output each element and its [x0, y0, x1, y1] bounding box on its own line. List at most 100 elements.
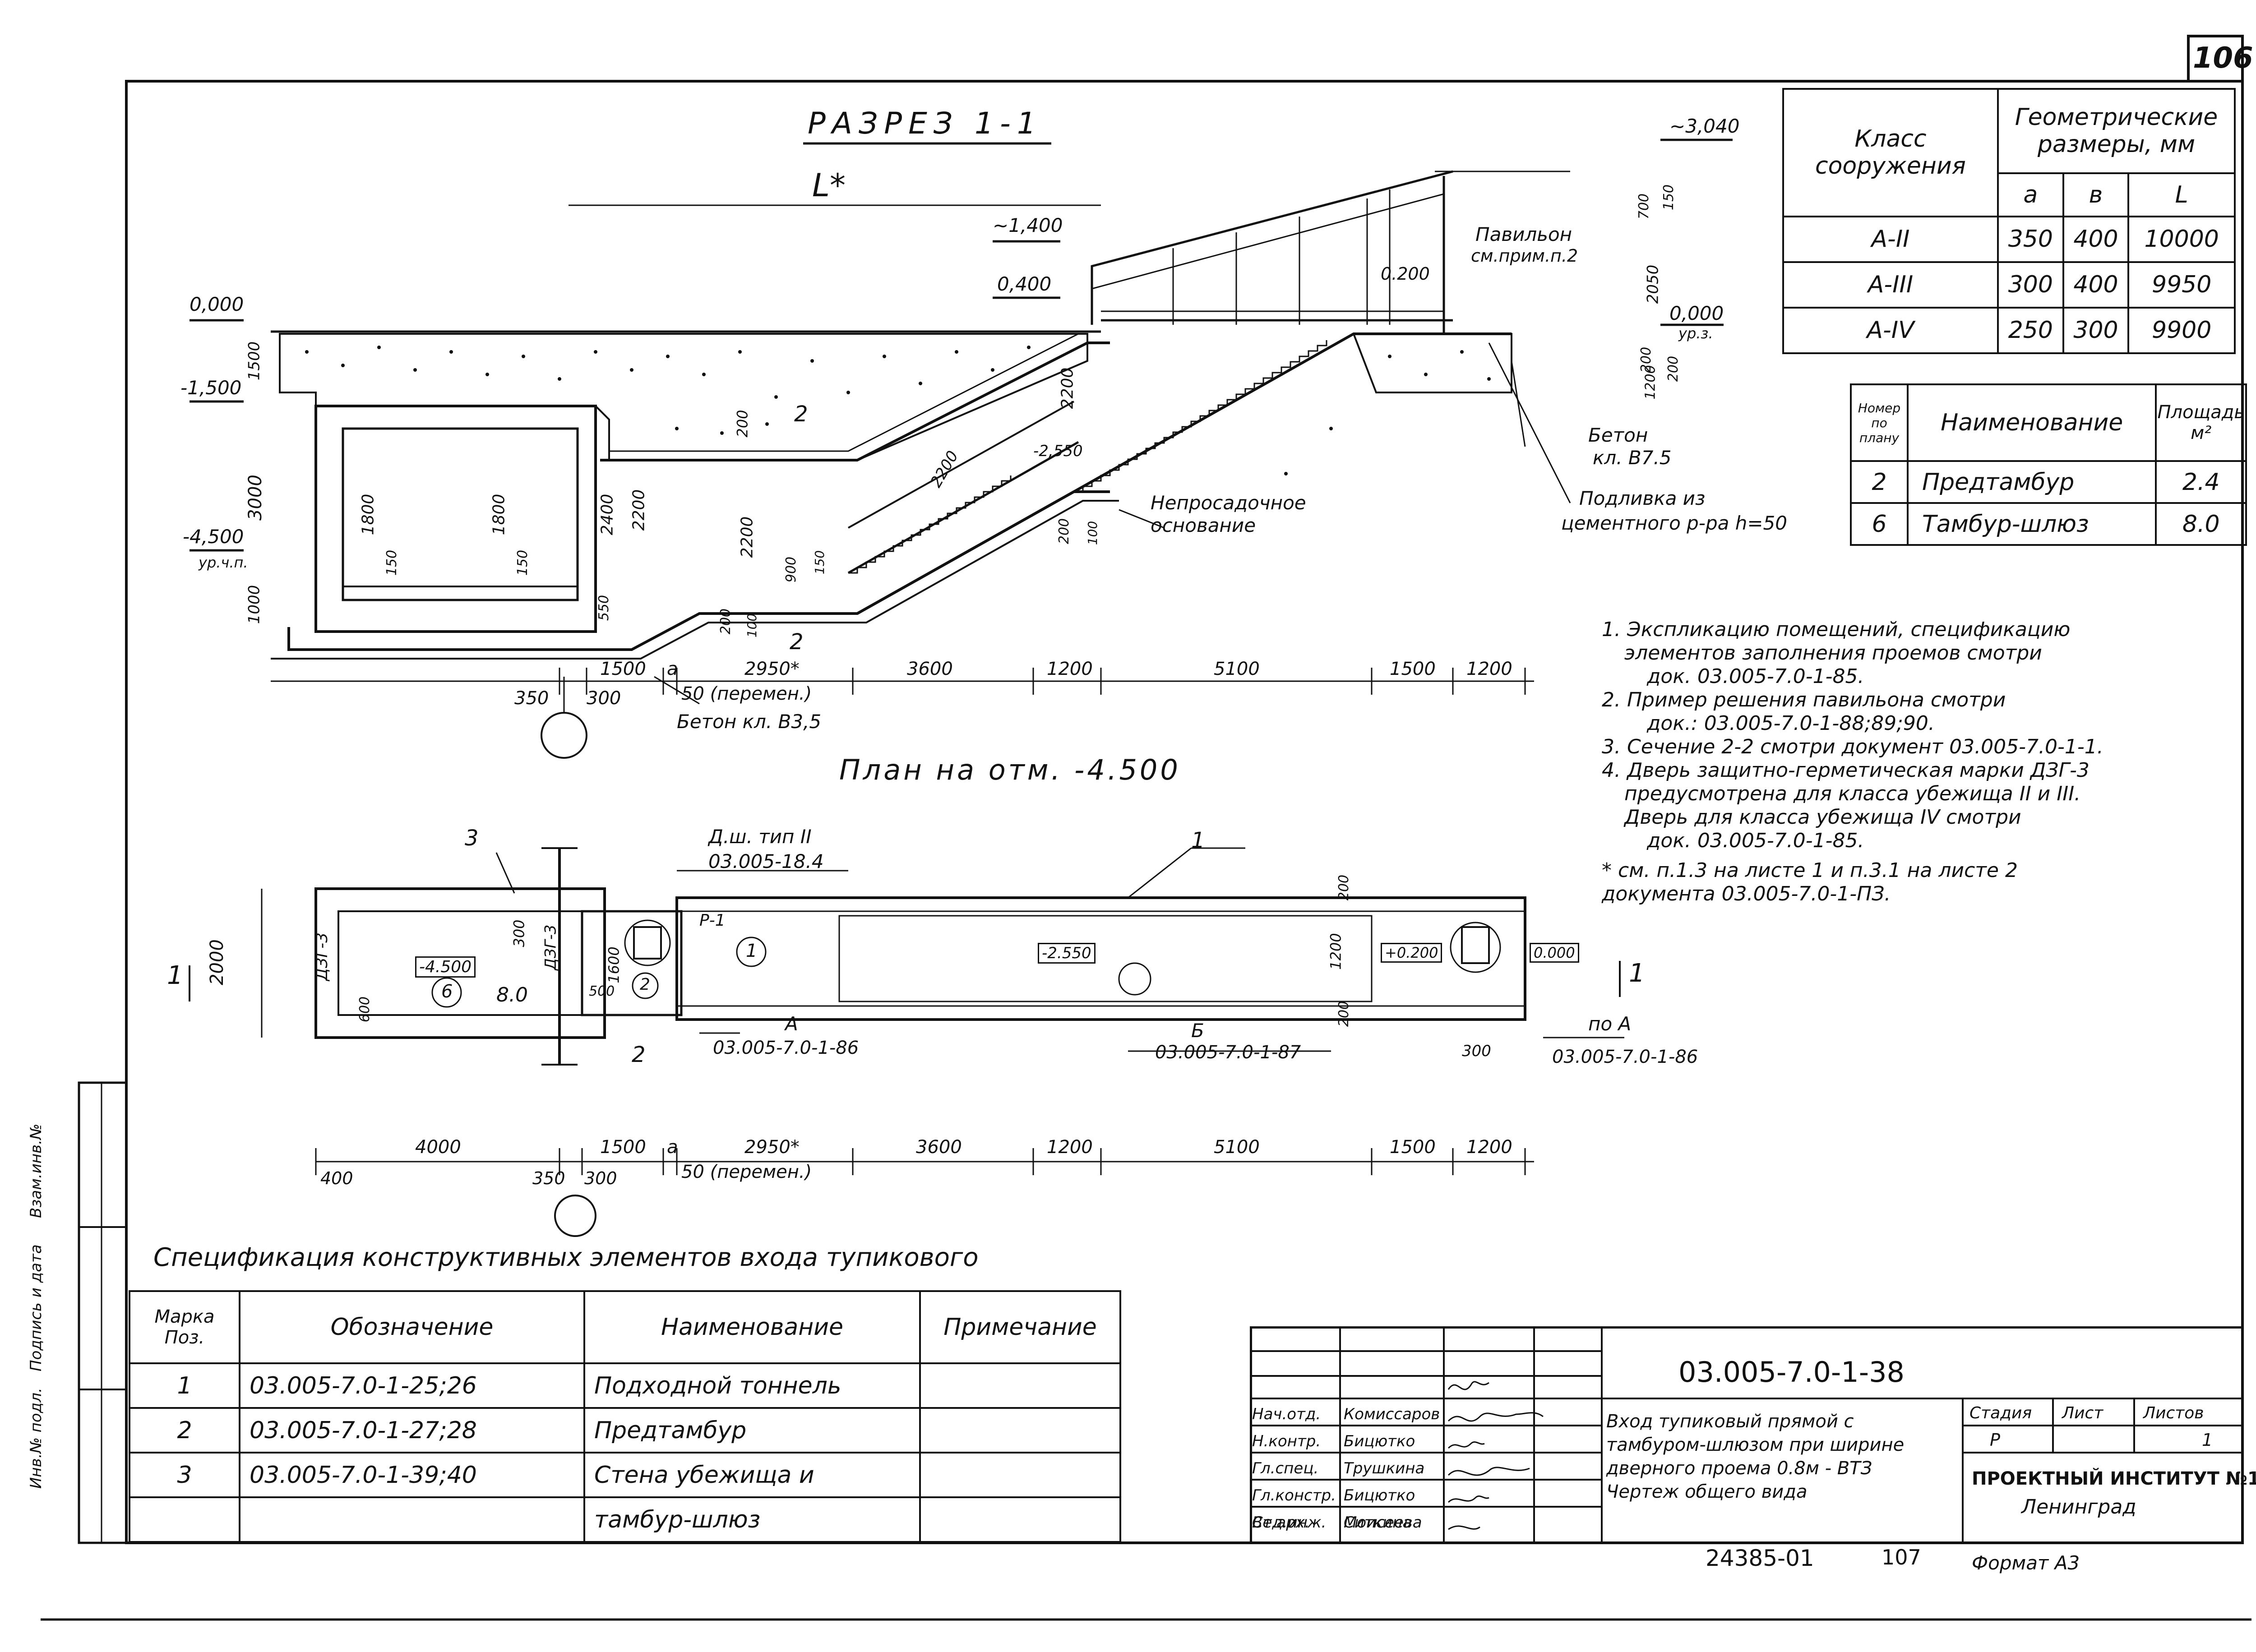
beton-b35-label: Бетон кл. В3,5 [677, 711, 822, 733]
tb-desc-line: тамбуром-шлюзом при ширине [1606, 1435, 1905, 1455]
footer-inv: 24385-01 [1706, 1545, 1814, 1571]
rooms-area: 2.4 [2155, 460, 2247, 504]
ref-poa: по А [1588, 1013, 1632, 1035]
dzg3-left: ДЗГ-3 [313, 932, 332, 981]
spec-pos: 2 [129, 1407, 240, 1454]
tb-role: Вед.инж. [1252, 1514, 1327, 1532]
stamp-sign: Подпись и дата [27, 1244, 45, 1371]
tb-names: Комиссаров Бицютко Трушкина Бицютко Моис… [1344, 1401, 1440, 1536]
ref-a-doc: 03.005-7.0-1-86 [713, 1038, 859, 1058]
note-line: 4. Дверь защитно-герметическая марки ДЗГ… [1602, 759, 2090, 782]
svdim-200e: 200 [1665, 355, 1682, 382]
spec-table: Марка Поз. Обозначение Наименование Прим… [129, 1290, 1121, 1543]
plan-elev-p0000: 0.000 [1530, 943, 1579, 963]
sdim-1200a: 1200 [1047, 659, 1093, 679]
svdim-900: 900 [783, 556, 800, 583]
svdim-100b: 100 [1085, 521, 1100, 545]
sdim-300: 300 [587, 688, 621, 709]
table-row: А-IV 250 300 9900 [1782, 306, 2236, 355]
sdim-a: a [667, 659, 678, 679]
room6-number: 6 [441, 981, 453, 1002]
door-type: Д.ш. тип II [708, 826, 812, 848]
spec-title: Спецификация конструктивных элементов вх… [153, 1243, 979, 1272]
table-row: А-II 350 400 10000 [1782, 215, 2236, 263]
tb-sheets-head: Листов [2143, 1404, 2204, 1422]
callout-1-top: 1 [1191, 828, 1205, 853]
table-row: 2 Предтамбур 2.4 [1850, 460, 2247, 504]
pvdim-300b: 300 [1462, 1042, 1491, 1060]
pdim-1500: 1500 [600, 1137, 646, 1158]
rooms-head-no: Номер по плану [1850, 383, 1909, 462]
note-line: 2. Пример решения павильона смотри [1602, 688, 2006, 711]
svdim-1800b: 1800 [490, 494, 509, 535]
geom-b: 400 [2062, 261, 2130, 309]
tb-name: Ситкина [1344, 1514, 1412, 1532]
tb-desc-line: дверного проема 0.8м - ВТЗ [1606, 1458, 1872, 1479]
pdim-350: 350 [532, 1168, 565, 1188]
spec-pos: 3 [129, 1452, 240, 1498]
svdim-2050: 2050 [1644, 264, 1662, 304]
callout-1: 1 [746, 941, 758, 961]
pdim-400: 400 [320, 1168, 353, 1188]
svdim-1200: 1200 [1642, 365, 1659, 400]
note-line: элементов заполнения проемов смотри [1624, 641, 2042, 664]
geom-col-l: L [2127, 172, 2236, 217]
svdim-150a: 150 [384, 549, 400, 576]
drawing-frame [125, 80, 2244, 1544]
note-line: док.: 03.005-7.0-1-88;89;90. [1647, 712, 1935, 735]
section-title: РАЗРЕЗ 1-1 [808, 106, 1042, 141]
pvdim-300: 300 [510, 919, 528, 947]
tb-role: Гл.констр. [1252, 1486, 1336, 1504]
note-line: док. 03.005-7.0-1-85. [1647, 829, 1864, 852]
tb-name: Трушкина [1344, 1459, 1425, 1477]
spec-doc: 03.005-7.0-1-25;26 [239, 1362, 585, 1409]
tb-org: ПРОЕКТНЫЙ ИНСТИТУТ №1 [1972, 1468, 2256, 1489]
tb-stage: Р [1990, 1430, 2000, 1450]
tb-name: Бицютко [1344, 1432, 1415, 1450]
elev-0400: 0,400 [997, 273, 1052, 295]
plan-view [189, 847, 1624, 1237]
note-line: 1. Экспликацию помещений, спецификацию [1602, 618, 2071, 641]
geometry-table: Класс сооружения Геометрические размеры,… [1782, 88, 2236, 355]
geom-a: 300 [1997, 261, 2064, 309]
sdim-350: 350 [514, 688, 549, 709]
sdim-5100: 5100 [1214, 659, 1260, 679]
pdim-1500b: 1500 [1390, 1137, 1436, 1158]
ref-a: А [785, 1013, 798, 1035]
tb-desc-line: Чертеж общего вида [1606, 1481, 1808, 1502]
pdim-300: 300 [584, 1168, 617, 1188]
pvdim-200a: 200 [1336, 874, 1352, 901]
spec-name: тамбур-шлюз [583, 1496, 921, 1543]
spec-doc [239, 1496, 585, 1543]
ref-b: Б [1191, 1020, 1204, 1042]
spec-pos [129, 1496, 240, 1543]
rooms-head-name: Наименование [1906, 383, 2157, 462]
geom-col-a: а [1997, 172, 2064, 217]
geom-b: 400 [2062, 215, 2130, 263]
dzg3-right: ДЗГ-3 [541, 924, 560, 970]
table-row: 2 03.005-7.0-1-27;28 Предтамбур [129, 1407, 1121, 1454]
pvdim-600: 600 [357, 996, 373, 1023]
tb-name: Бицютко [1344, 1486, 1415, 1504]
svdim-150d: 150 [1661, 184, 1677, 211]
spec-doc: 03.005-7.0-1-27;28 [239, 1407, 585, 1454]
svdim-700: 700 [1636, 193, 1652, 220]
tb-sheets: 1 [2202, 1430, 2213, 1450]
length-symbol: L* [812, 167, 846, 204]
svdim-200c: 200 [1056, 518, 1073, 545]
sdim-1500: 1500 [600, 659, 646, 679]
spec-head-doc: Обозначение [239, 1290, 585, 1364]
note-line: документа 03.005-7.0-1-ПЗ. [1602, 882, 1891, 905]
callout-2: 2 [632, 1042, 646, 1067]
plan-title: План на отм. -4.500 [839, 753, 1181, 786]
geom-head-class: Класс сооружения [1782, 88, 1999, 217]
nepros-label: Непросадочное [1151, 492, 1306, 514]
geom-b: 300 [2062, 306, 2130, 355]
ref-poa-doc: 03.005-7.0-1-86 [1552, 1047, 1698, 1067]
elev-m4500: -4,500 [183, 526, 244, 548]
plan-elev-m2550: -2.550 [1038, 943, 1096, 964]
note-line: Дверь для класса убежища IV смотри [1624, 806, 2021, 829]
tb-stage-head: Стадия [1969, 1404, 2032, 1422]
geom-l: 9950 [2127, 261, 2236, 309]
